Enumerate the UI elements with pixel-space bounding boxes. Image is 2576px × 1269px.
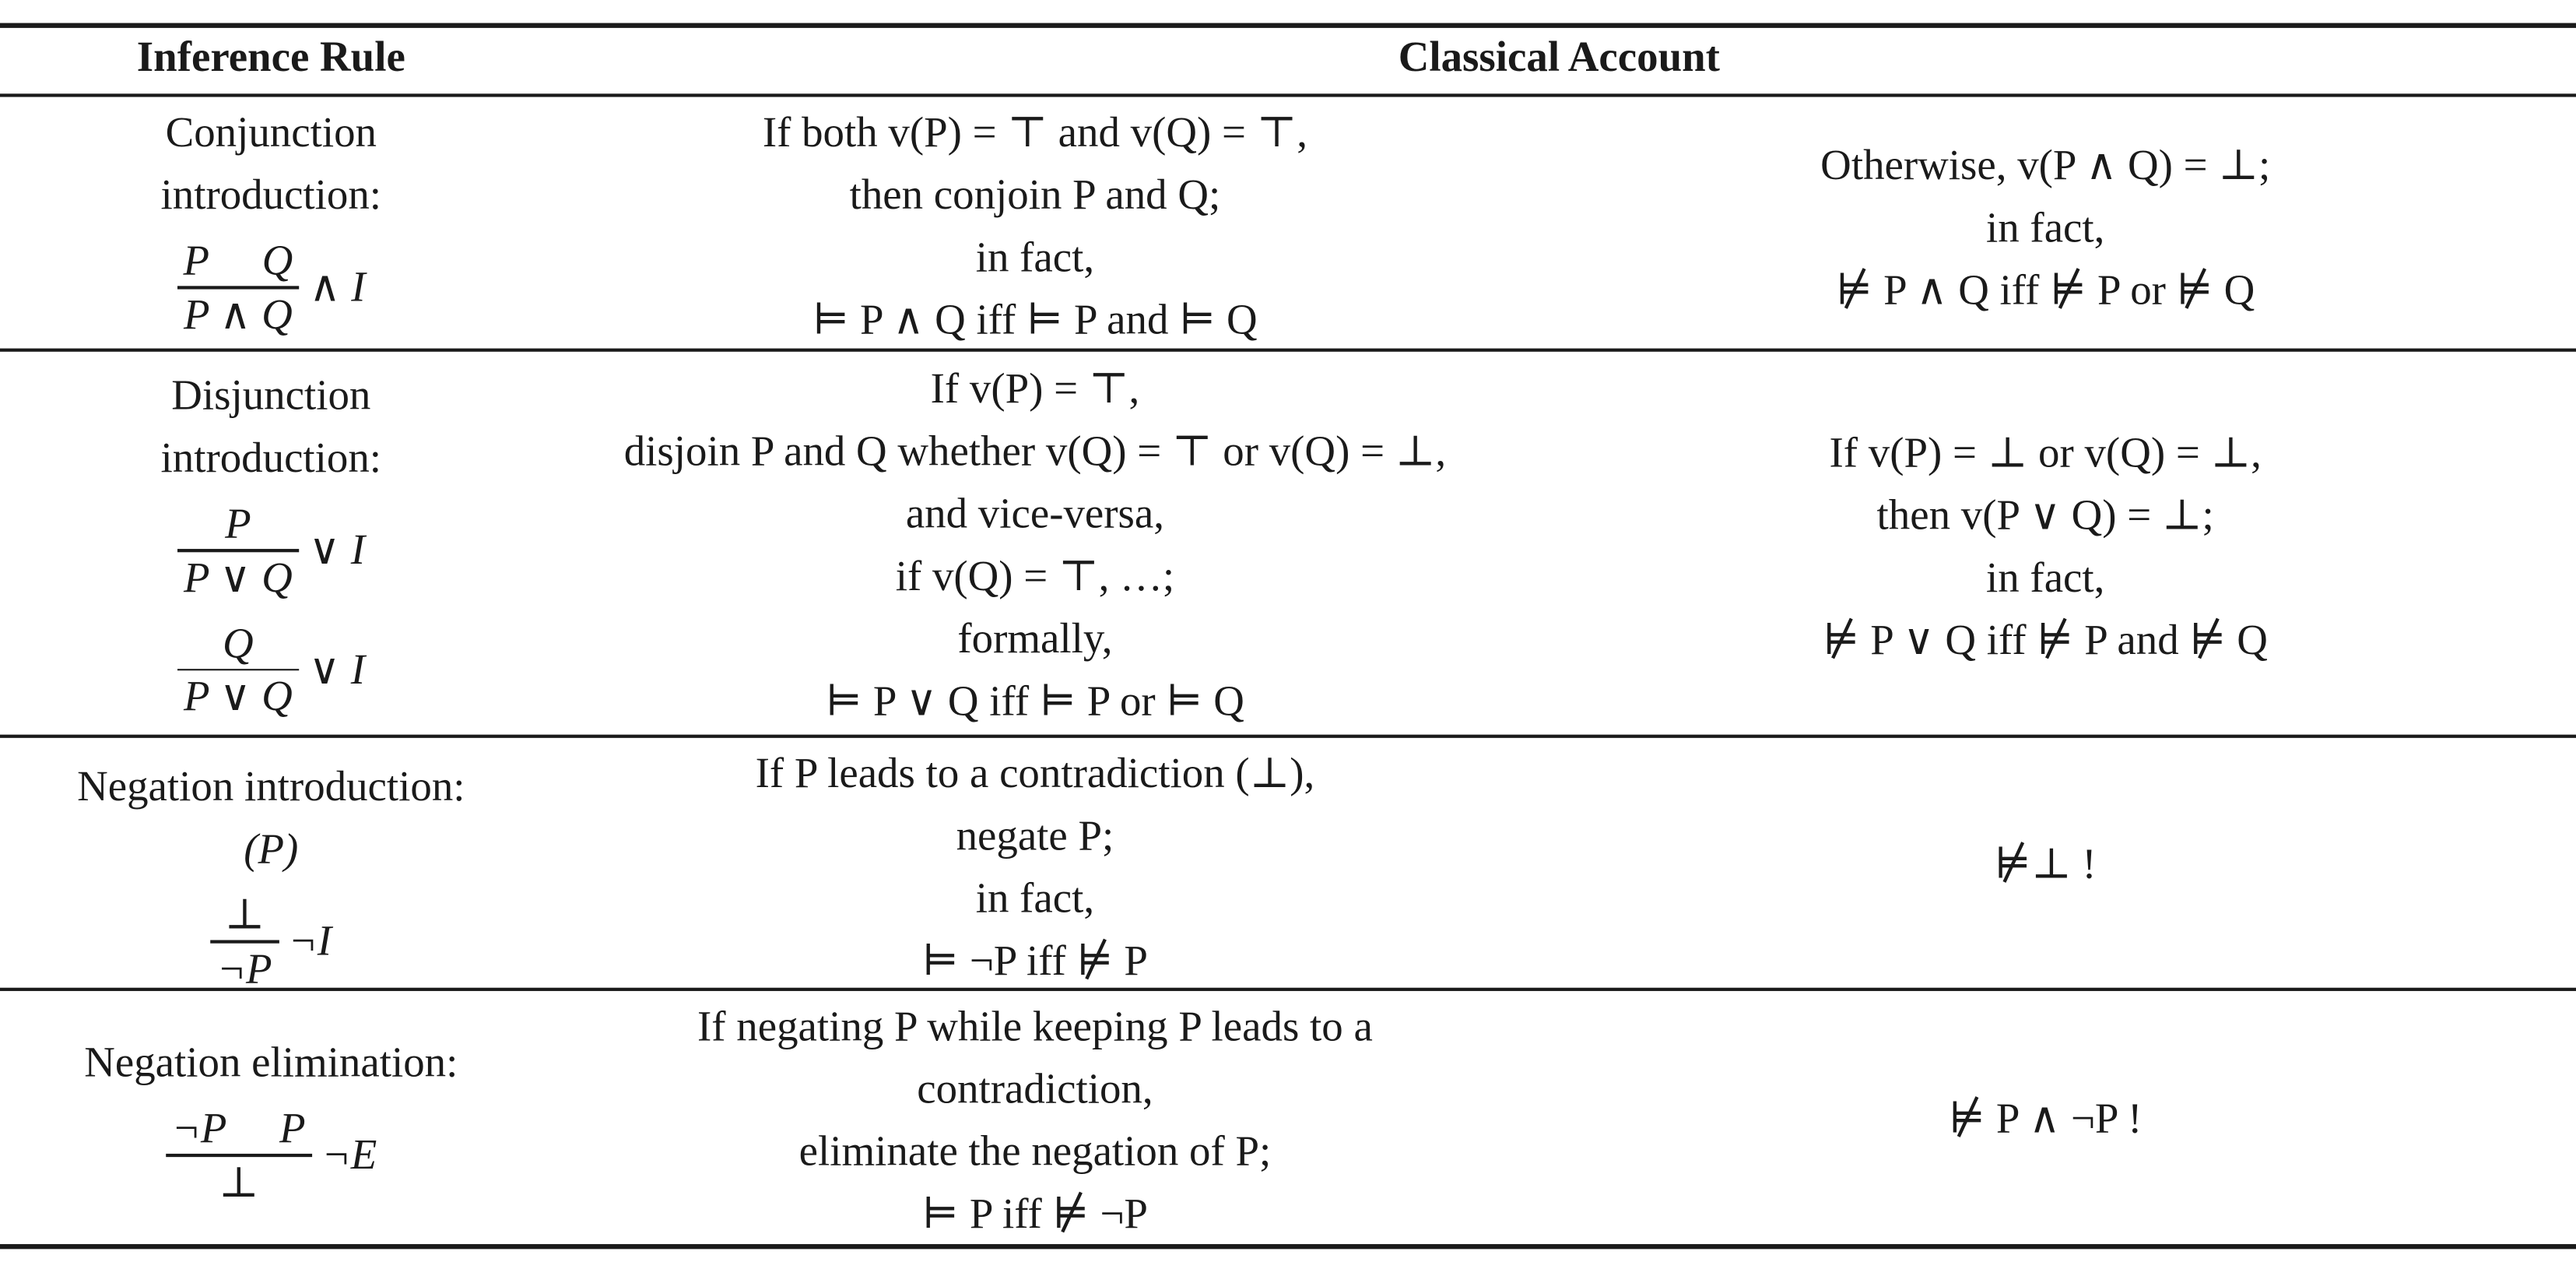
account-line: disjoin P and Q whether v(Q) = ⊤ or v(Q)…: [623, 427, 1447, 476]
rule-cell: Conjunction introduction: P Q P ∧ Q ∧ I: [0, 102, 542, 336]
otherwise-line: then v(P ∨ Q) = ⊥;: [1876, 491, 2214, 540]
rule-conclusion: ⊥: [218, 1158, 259, 1206]
account-cell: If both v(P) = ⊤ and v(Q) = ⊤, then conj…: [542, 102, 1528, 352]
inference-rule-fraction: P Q P ∧ Q ∧ I: [177, 236, 366, 338]
row-divider: [0, 348, 2576, 351]
rule-name: introduction:: [160, 170, 382, 219]
otherwise-line: ⊭ P ∨ Q iff ⊭ P and ⊭ Q: [1823, 616, 2268, 664]
account-line: negate P;: [956, 811, 1114, 860]
account-cell: If negating P while keeping P leads to a…: [542, 996, 1528, 1246]
rule-tag: ¬E: [321, 1130, 377, 1179]
rule-cell: Negation elimination: ¬P P ⊥ ¬E: [0, 1032, 542, 1204]
account-line: if v(Q) = ⊤, …;: [895, 552, 1175, 600]
rule-tag: ∨ I: [308, 526, 366, 575]
account-line: ⊨ P ∨ Q iff ⊨ P or ⊨ Q: [825, 677, 1244, 725]
rule-tag: ∨ I: [308, 645, 366, 694]
rule-name: Conjunction: [165, 108, 377, 156]
account-line: in fact,: [975, 233, 1095, 281]
otherwise-line: ⊭ P ∧ ¬P !: [1948, 1094, 2143, 1143]
rule-name: introduction:: [160, 434, 382, 482]
rule-conclusion: P ∨ Q: [183, 672, 293, 720]
account-line: If negating P while keeping P leads to a: [697, 1002, 1373, 1050]
account-line: ⊨ P iff ⊭ ¬P: [921, 1190, 1148, 1238]
table-top-rule: [0, 23, 2576, 28]
account-line: then conjoin P and Q;: [849, 170, 1221, 219]
otherwise-line: If v(P) = ⊥ or v(Q) = ⊥,: [1829, 428, 2262, 477]
inference-bar: [177, 286, 300, 289]
rule-premises: ¬P P: [171, 1104, 306, 1152]
inference-rule-fraction: Q P ∨ Q ∨ I: [177, 618, 366, 720]
table-bottom-rule: [0, 1244, 2576, 1250]
rule-premises: P Q: [183, 236, 293, 285]
otherwise-line: ⊭⊥ !: [1994, 839, 2097, 888]
rule-conclusion: P ∨ Q: [183, 553, 293, 601]
rule-name: Negation elimination:: [84, 1039, 458, 1087]
header-rule: [0, 93, 2576, 97]
account-line: If P leads to a contradiction (⊥),: [755, 749, 1315, 797]
row-divider: [0, 734, 2576, 737]
otherwise-cell: ⊭ P ∧ ¬P !: [1643, 1088, 2448, 1150]
rule-premises: ⊥: [224, 891, 265, 939]
account-line: ⊨ P ∧ Q iff ⊨ P and ⊨ Q: [812, 295, 1258, 344]
inference-bar: [177, 668, 300, 671]
account-line: If both v(P) = ⊤ and v(Q) = ⊤,: [762, 108, 1308, 156]
account-line: contradiction,: [917, 1064, 1153, 1113]
account-cell: If v(P) = ⊤, disjoin P and Q whether v(Q…: [542, 358, 1528, 733]
rule-cell: Disjunction introduction: P P ∨ Q ∨ I Q …: [0, 365, 542, 719]
header-inference-rule: Inference Rule: [136, 33, 405, 81]
inference-bar: [177, 549, 300, 552]
rule-name: Disjunction: [171, 371, 371, 420]
account-line: eliminate the negation of P;: [798, 1127, 1272, 1176]
rule-conclusion: ¬P: [217, 944, 272, 992]
rule-cell: Negation introduction: (P) ⊥ ¬P ¬I: [0, 756, 542, 990]
otherwise-cell: If v(P) = ⊥ or v(Q) = ⊥, then v(P ∨ Q) =…: [1643, 423, 2448, 673]
inference-bar: [210, 940, 279, 943]
otherwise-cell: ⊭⊥ !: [1643, 833, 2448, 895]
inference-rule-fraction: P P ∨ Q ∨ I: [177, 499, 366, 601]
account-line: formally,: [957, 614, 1113, 663]
inference-rule-fraction: ¬P P ⊥ ¬E: [165, 1104, 377, 1206]
rule-name: Negation introduction:: [77, 762, 465, 810]
account-line: in fact,: [975, 874, 1095, 923]
otherwise-cell: Otherwise, v(P ∧ Q) = ⊥; in fact, ⊭ P ∧ …: [1643, 135, 2448, 322]
account-line: If v(P) = ⊤,: [930, 364, 1140, 413]
otherwise-line: Otherwise, v(P ∧ Q) = ⊥;: [1820, 141, 2271, 189]
account-cell: If P leads to a contradiction (⊥), negat…: [542, 743, 1528, 993]
account-line: and vice-versa,: [905, 490, 1165, 538]
rule-tag: ∧ I: [309, 263, 366, 311]
account-line: ⊨ ¬P iff ⊭ P: [921, 937, 1148, 985]
rule-assumption: (P): [244, 824, 299, 873]
otherwise-line: in fact,: [1986, 554, 2105, 602]
rule-conclusion: P ∧ Q: [183, 290, 293, 338]
rule-premises: Q: [223, 618, 254, 667]
otherwise-line: ⊭ P ∧ Q iff ⊭ P or ⊭ Q: [1836, 265, 2255, 315]
rule-tag: ¬I: [288, 917, 332, 965]
otherwise-line: in fact,: [1986, 203, 2105, 251]
inference-rule-fraction: ⊥ ¬P ¬I: [210, 891, 332, 992]
rule-premises: P: [225, 499, 251, 547]
header-classical-account: Classical Account: [1398, 33, 1720, 81]
inference-bar: [165, 1153, 312, 1157]
row-divider: [0, 987, 2576, 990]
